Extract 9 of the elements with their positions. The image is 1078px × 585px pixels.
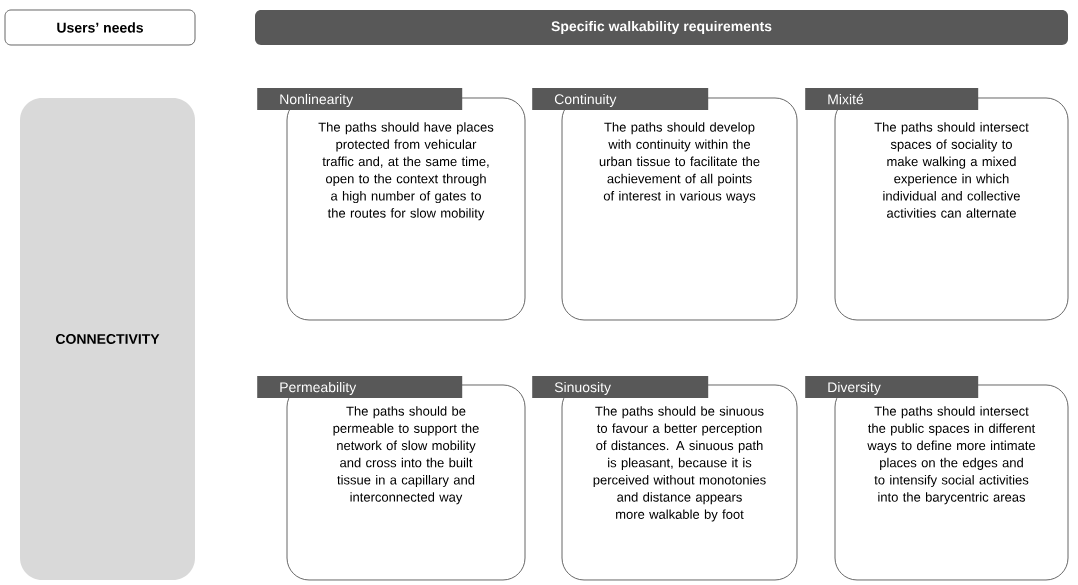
tab-label: Continuity — [532, 88, 709, 110]
header-box: Users’ needs — [4, 9, 196, 46]
category-panel: CONNECTIVITY — [20, 98, 195, 580]
tab-label: Nonlinearity — [257, 88, 463, 110]
header-band: Specific walkability requirements — [255, 10, 1068, 45]
tab-label: Mixité — [805, 88, 979, 110]
tab-label: Diversity — [805, 376, 979, 398]
tab-label: Permeability — [257, 376, 463, 398]
tab-label: Sinuosity — [532, 376, 709, 398]
